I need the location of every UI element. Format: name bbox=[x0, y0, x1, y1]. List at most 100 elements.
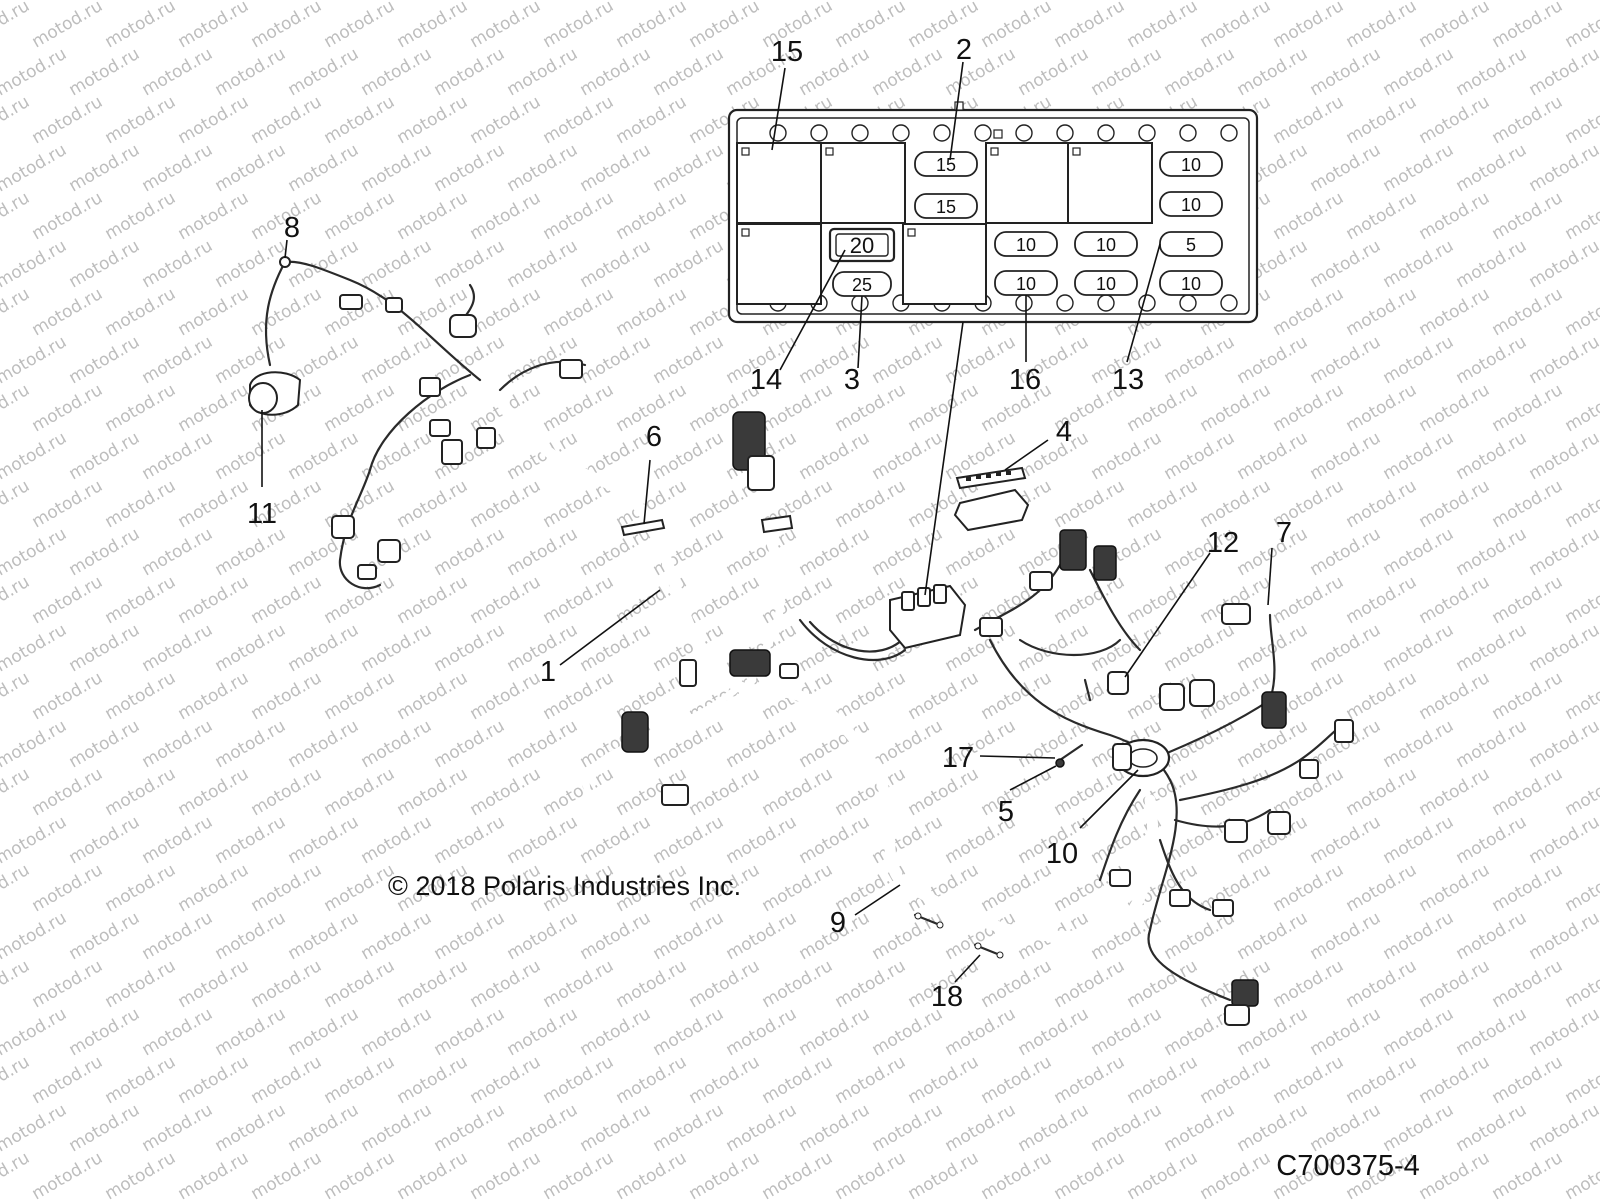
watermark-text: motod.ru bbox=[431, 1100, 509, 1156]
watermark-text: motod.ru bbox=[504, 716, 582, 772]
watermark-text: motod.ru bbox=[978, 860, 1056, 916]
watermark-text: motod.ru bbox=[358, 236, 436, 292]
fuse-16-d: 10 bbox=[1074, 270, 1138, 296]
watermark-text: motod.ru bbox=[102, 380, 180, 436]
callout-16: 16 bbox=[1009, 364, 1041, 396]
watermark-text: motod.ru bbox=[467, 0, 545, 52]
watermark-text: motod.ru bbox=[1562, 668, 1600, 724]
watermark-text: motod.ru bbox=[1234, 44, 1312, 100]
watermark-text: motod.ru bbox=[1453, 620, 1531, 676]
watermark-text: motod.ru bbox=[1562, 572, 1600, 628]
relay-slot bbox=[820, 142, 906, 224]
watermark-text: motod.ru bbox=[139, 332, 217, 388]
callout-3: 3 bbox=[844, 364, 860, 396]
watermark-text: motod.ru bbox=[321, 188, 399, 244]
watermark-text: motod.ru bbox=[504, 428, 582, 484]
terminal-circle bbox=[1179, 294, 1197, 312]
watermark-text: motod.ru bbox=[102, 1052, 180, 1108]
watermark-text: motod.ru bbox=[1015, 620, 1093, 676]
watermark-text: motod.ru bbox=[102, 188, 180, 244]
watermark-text: motod.ru bbox=[431, 716, 509, 772]
watermark-text: motod.ru bbox=[905, 380, 983, 436]
watermark-text: motod.ru bbox=[66, 1100, 144, 1156]
watermark-text: motod.ru bbox=[650, 1004, 728, 1060]
watermark-text: motod.ru bbox=[212, 1100, 290, 1156]
watermark-text: motod.ru bbox=[978, 0, 1056, 52]
watermark-text: motod.ru bbox=[29, 476, 107, 532]
watermark-text: motod.ru bbox=[832, 0, 910, 52]
callout-8: 8 bbox=[284, 212, 300, 244]
watermark-text: motod.ru bbox=[1307, 44, 1385, 100]
watermark-text: motod.ru bbox=[175, 956, 253, 1012]
watermark-text: motod.ru bbox=[1307, 524, 1385, 580]
watermark-text: motod.ru bbox=[759, 956, 837, 1012]
fuse-rating: 15 bbox=[936, 197, 956, 217]
fuse-box-cover bbox=[953, 466, 1030, 532]
watermark-text: motod.ru bbox=[504, 1100, 582, 1156]
watermark-text: motod.ru bbox=[759, 1052, 837, 1108]
watermark-text: motod.ru bbox=[1051, 476, 1129, 532]
watermark-text: motod.ru bbox=[1343, 476, 1421, 532]
watermark-text: motod.ru bbox=[1489, 572, 1567, 628]
watermark-text: motod.ru bbox=[504, 524, 582, 580]
watermark-text: motod.ru bbox=[0, 188, 33, 244]
watermark-text: motod.ru bbox=[504, 812, 582, 868]
fuse-rating: 10 bbox=[1016, 274, 1036, 294]
watermark-text: motod.ru bbox=[248, 0, 326, 52]
watermark-text: motod.ru bbox=[285, 620, 363, 676]
watermark-text: motod.ru bbox=[29, 380, 107, 436]
watermark-text: motod.ru bbox=[577, 1100, 655, 1156]
watermark-text: motod.ru bbox=[212, 524, 290, 580]
watermark-text: motod.ru bbox=[139, 428, 217, 484]
watermark-text: motod.ru bbox=[686, 1052, 764, 1108]
watermark-text: motod.ru bbox=[1197, 860, 1275, 916]
watermark-text: motod.ru bbox=[1270, 572, 1348, 628]
watermark-text: motod.ru bbox=[394, 764, 472, 820]
fuse-rating: 5 bbox=[1186, 235, 1196, 255]
watermark-text: motod.ru bbox=[66, 716, 144, 772]
watermark-text: motod.ru bbox=[139, 1004, 217, 1060]
watermark-text: motod.ru bbox=[139, 620, 217, 676]
watermark-text: motod.ru bbox=[1526, 44, 1600, 100]
watermark-text: motod.ru bbox=[321, 668, 399, 724]
watermark-text: motod.ru bbox=[1343, 0, 1421, 52]
ground-bolt bbox=[1058, 743, 1084, 762]
watermark-text: motod.ru bbox=[942, 1100, 1020, 1156]
watermark-text: motod.ru bbox=[1307, 1004, 1385, 1060]
watermark-text: motod.ru bbox=[285, 44, 363, 100]
watermark-text: motod.ru bbox=[102, 476, 180, 532]
watermark-text: motod.ru bbox=[212, 812, 290, 868]
watermark-text: motod.ru bbox=[285, 236, 363, 292]
watermark-text: motod.ru bbox=[248, 284, 326, 340]
fuse-rating: 25 bbox=[852, 275, 872, 295]
watermark-text: motod.ru bbox=[431, 44, 509, 100]
watermark-text: motod.ru bbox=[1526, 1004, 1600, 1060]
watermark-text: motod.ru bbox=[248, 1148, 326, 1200]
watermark-text: motod.ru bbox=[905, 668, 983, 724]
watermark-text: motod.ru bbox=[1234, 908, 1312, 964]
watermark-text: motod.ru bbox=[1270, 1052, 1348, 1108]
watermark-text: motod.ru bbox=[1197, 1148, 1275, 1200]
watermark-text: motod.ru bbox=[321, 860, 399, 916]
fuse-rating: 10 bbox=[1181, 195, 1201, 215]
watermark-text: motod.ru bbox=[504, 44, 582, 100]
watermark-text: motod.ru bbox=[248, 1052, 326, 1108]
watermark-text: motod.ru bbox=[978, 1148, 1056, 1200]
watermark-text: motod.ru bbox=[650, 812, 728, 868]
watermark-text: motod.ru bbox=[29, 92, 107, 148]
watermark-text: motod.ru bbox=[212, 716, 290, 772]
watermark-text: motod.ru bbox=[394, 956, 472, 1012]
watermark-text: motod.ru bbox=[175, 92, 253, 148]
watermark-text: motod.ru bbox=[1343, 668, 1421, 724]
watermark-text: motod.ru bbox=[139, 524, 217, 580]
watermark-text: motod.ru bbox=[1453, 236, 1531, 292]
watermark-text: motod.ru bbox=[1562, 0, 1600, 52]
watermark-text: motod.ru bbox=[1380, 44, 1458, 100]
watermark-text: motod.ru bbox=[1270, 284, 1348, 340]
watermark-text: motod.ru bbox=[29, 188, 107, 244]
watermark-text: motod.ru bbox=[723, 524, 801, 580]
watermark-text: motod.ru bbox=[686, 764, 764, 820]
fuse-rating: 10 bbox=[1096, 235, 1116, 255]
watermark-text: motod.ru bbox=[1088, 1100, 1166, 1156]
cable-tie bbox=[620, 518, 666, 537]
